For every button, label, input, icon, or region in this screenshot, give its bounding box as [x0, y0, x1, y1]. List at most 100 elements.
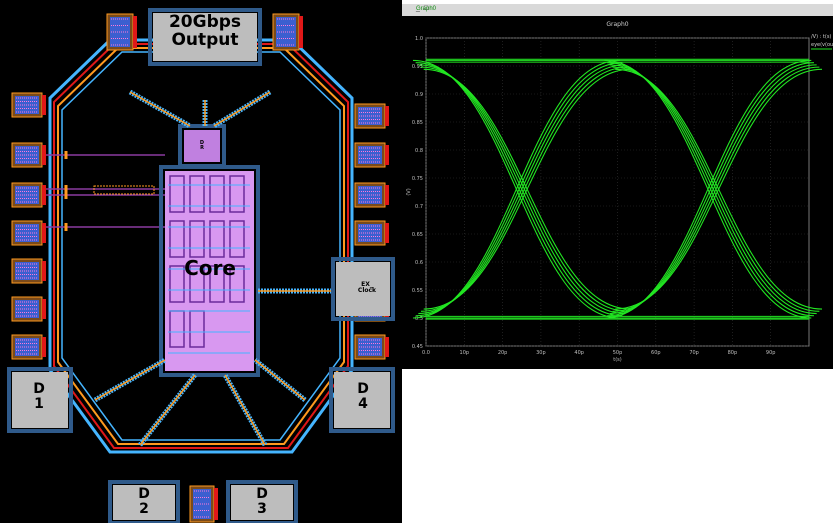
core-label: Core — [184, 256, 236, 280]
window-controls[interactable]: _ □ — [416, 5, 430, 12]
pad-d1-highlight — [7, 367, 73, 433]
pad-clock-highlight — [331, 257, 395, 321]
legend-entry: eye(v(out)) — [811, 42, 833, 48]
io-pad-right-6-esd — [385, 337, 389, 357]
blank-area — [402, 369, 833, 523]
io-pad-right-1-esd — [385, 106, 389, 126]
core-cell — [189, 175, 205, 213]
core-cell — [209, 265, 225, 303]
pad-d3 — [226, 480, 298, 523]
x-tick-label-4: 40p — [574, 350, 584, 356]
io-pad-right-4-esd — [385, 223, 389, 243]
feed-core-1 — [129, 91, 191, 127]
io-pad-right-2 — [354, 142, 389, 168]
core-cell — [229, 175, 245, 213]
y-tick-label-11: 0.45 — [412, 344, 423, 350]
pad-d1 — [7, 367, 73, 433]
core-cell — [169, 175, 185, 213]
io-pad-top-right-esd — [299, 16, 303, 48]
core-cell — [229, 220, 245, 258]
core-cell — [229, 265, 245, 303]
pad-d4-fill — [334, 372, 390, 428]
io-pad-right-4 — [354, 220, 389, 246]
pad-d3-highlight — [226, 480, 298, 523]
io-pad-left-2-esd — [42, 145, 46, 165]
y-tick-label-0: 1.0 — [415, 36, 423, 42]
buffer-chain — [93, 185, 155, 195]
y-tick-label-10: 0.5 — [415, 316, 423, 322]
chip-layout: 20Gbps Output Core D R EX_ Clock D 1 D 4… — [0, 0, 402, 523]
pad-output — [148, 8, 262, 66]
x-tick-label-0: 0.0 — [422, 350, 430, 356]
io-pad-left-4 — [11, 220, 46, 246]
eye-trace-5 — [415, 62, 623, 317]
eye-trace-3 — [604, 59, 812, 319]
io-pad-top-left-esd — [133, 16, 137, 48]
feed-core-4 — [254, 359, 306, 401]
eye-diagram-svg: Graph0/V) : t(s) eye(v(out)) 1.0 0.95 0.9 0.8… — [406, 21, 833, 363]
x-tick-label-8: 80p — [728, 350, 738, 356]
pad-clock-fill — [336, 262, 390, 316]
y-tick-label-1: 0.95 — [412, 64, 423, 70]
pad-d2-fill — [113, 485, 175, 520]
feed-core-5 — [139, 374, 196, 446]
eye-diagram-window: Graph0 _ □ Graph0/V) : t(s) eye(v(out)) 1.… — [402, 4, 833, 369]
eye-trace-11 — [609, 64, 817, 315]
x-tick-label-6: 60p — [651, 350, 661, 356]
pad-output-fill — [153, 13, 257, 61]
y-tick-label-9: 0.55 — [412, 288, 423, 294]
pad-output-highlight — [148, 8, 262, 66]
io-pad-top-left — [106, 13, 137, 51]
io-pad-bottom-center — [189, 485, 218, 523]
io-pad-left-3 — [11, 182, 46, 208]
x-axis-label: t(s) — [613, 357, 622, 363]
io-pad-right-1 — [354, 103, 389, 129]
window-title: Graph0 — [416, 6, 437, 12]
io-pad-left-4-esd — [42, 223, 46, 243]
core-cell — [189, 265, 205, 303]
feed-core-3 — [94, 359, 166, 401]
graph-title: Graph0 — [606, 21, 628, 28]
layout-drawing — [7, 8, 395, 523]
eye-trace-1 — [412, 59, 620, 319]
pad-d3-fill — [231, 485, 293, 520]
eye-trace-19 — [615, 68, 823, 310]
eye-trace-15 — [612, 66, 820, 312]
small-block-label: D R — [199, 140, 205, 152]
eye-trace-7 — [607, 62, 814, 317]
io-pad-right-3-esd — [385, 185, 389, 205]
ring-orange — [57, 47, 345, 445]
pad-d3-label: D 3 — [256, 486, 268, 517]
y-tick-label-4: 0.8 — [415, 148, 423, 154]
io-pad-left-6-esd — [42, 299, 46, 319]
x-tick-label-9: 90p — [766, 350, 776, 356]
pad-d2-highlight — [108, 480, 180, 523]
pad-clock — [331, 257, 395, 321]
pad-d4-label: D 4 — [357, 381, 369, 412]
y-tick-label-5: 0.75 — [412, 176, 423, 182]
core-cell — [209, 220, 225, 258]
pad-d2-label: D 2 — [138, 486, 150, 517]
core-cell — [209, 175, 225, 213]
pad-d1-fill — [12, 372, 68, 428]
pad-d4-highlight — [329, 367, 395, 433]
pad-d4 — [329, 367, 395, 433]
clock-pad-label: EX_ Clock — [357, 281, 377, 295]
feed-core-2 — [213, 91, 271, 127]
x-tick-label-5: 50p — [613, 350, 623, 356]
io-pad-left-6 — [11, 296, 46, 322]
io-pad-left-3-esd — [42, 185, 46, 205]
eye-trace-9 — [418, 64, 626, 315]
x-tick-label-2: 20p — [498, 350, 508, 356]
small-block-fill — [184, 130, 220, 162]
io-pad-left-1-esd — [42, 95, 46, 115]
x-tick-label-1: 10p — [460, 350, 470, 356]
x-tick-label-3: 30p — [536, 350, 546, 356]
io-pad-right-3 — [354, 182, 389, 208]
legend-title: /V) : t(s) — [811, 34, 831, 40]
core-cell — [169, 265, 185, 303]
plot-area: Graph0/V) : t(s) eye(v(out)) 1.0 0.95 0.9 0.8… — [402, 16, 833, 369]
eye-trace-13 — [421, 66, 628, 312]
y-tick-label-2: 0.9 — [415, 92, 423, 98]
eye-trace-17 — [423, 68, 631, 310]
